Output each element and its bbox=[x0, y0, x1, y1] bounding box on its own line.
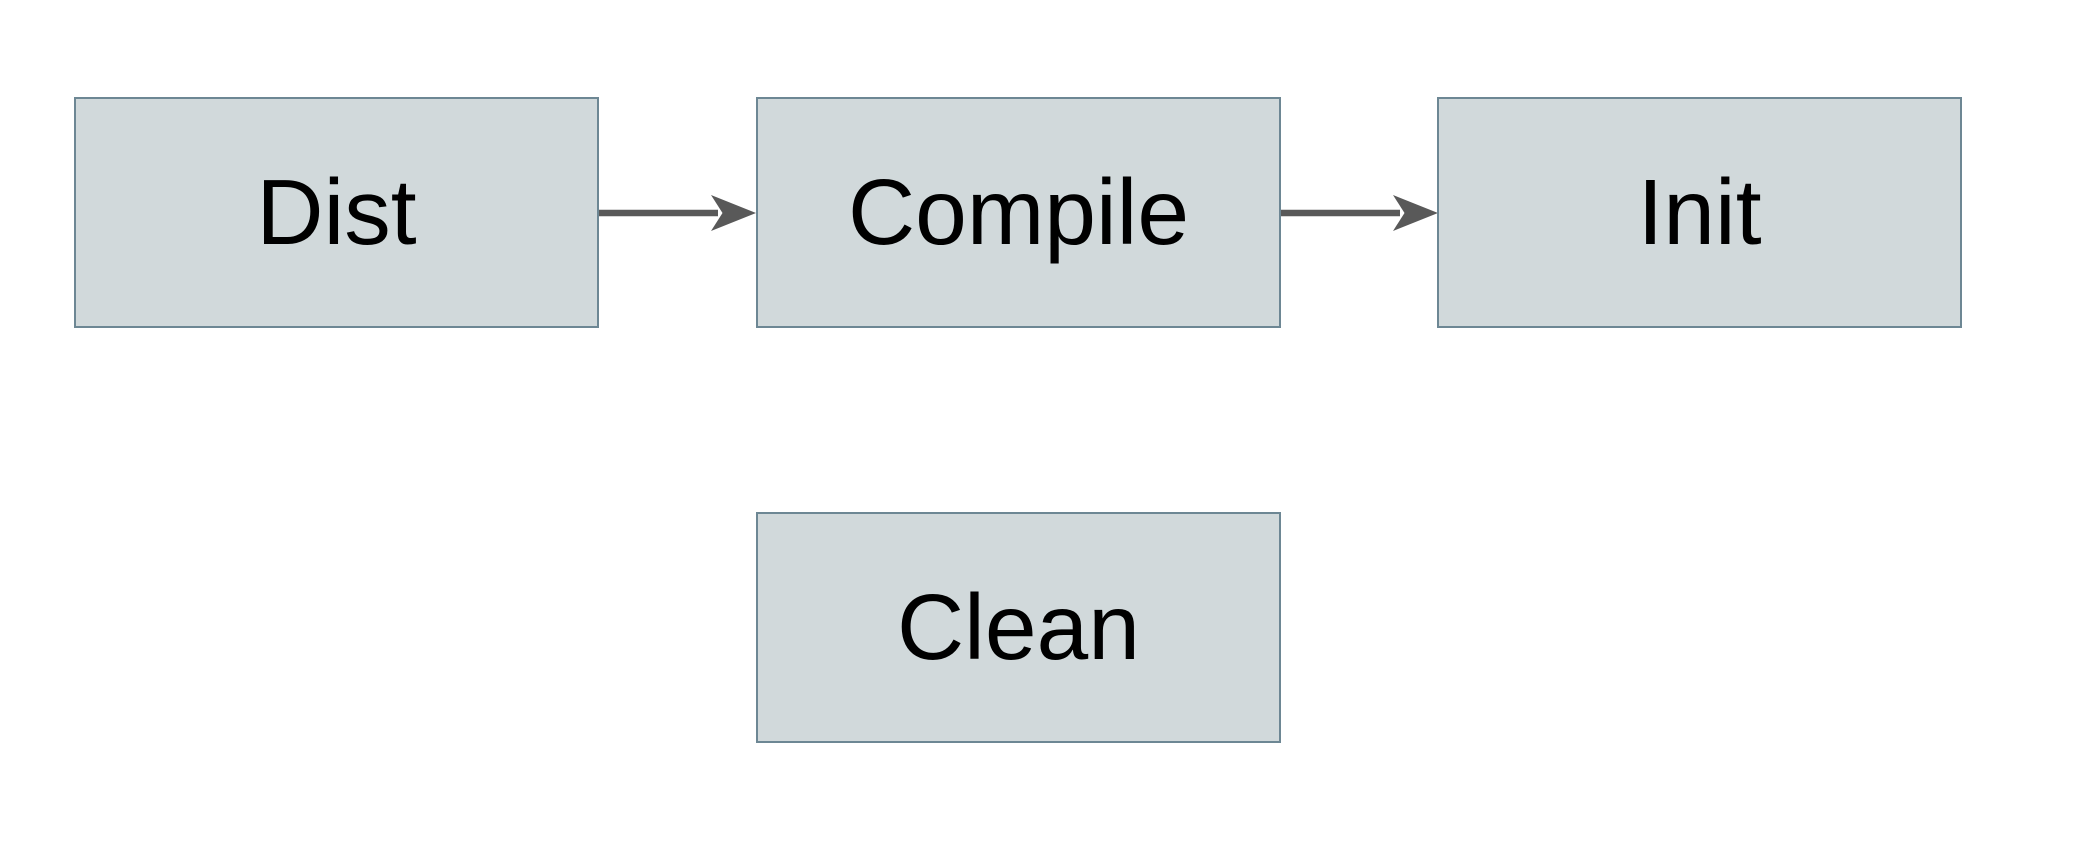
node-compile: Compile bbox=[756, 97, 1281, 328]
node-clean: Clean bbox=[756, 512, 1281, 743]
arrow-compile-to-init-icon bbox=[1281, 195, 1438, 231]
node-init: Init bbox=[1437, 97, 1962, 328]
node-dist: Dist bbox=[74, 97, 599, 328]
node-dist-label: Dist bbox=[256, 160, 417, 264]
node-compile-label: Compile bbox=[847, 160, 1190, 264]
node-init-label: Init bbox=[1637, 160, 1762, 264]
node-clean-label: Clean bbox=[897, 575, 1140, 679]
arrow-dist-to-compile-icon bbox=[599, 195, 756, 231]
